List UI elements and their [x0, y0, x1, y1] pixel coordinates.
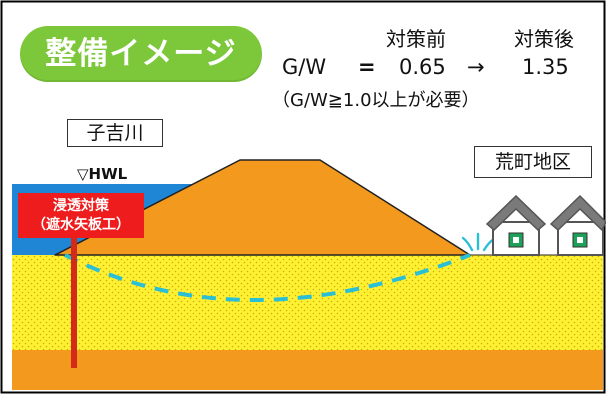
countermeasure-method: （遮水矢板工） [32, 217, 130, 233]
district-label: 荒町地区 [474, 146, 592, 178]
house-icon [485, 194, 547, 256]
before-label: 対策前 [386, 27, 446, 51]
house-icon [549, 194, 606, 256]
before-value: 0.65 [399, 55, 446, 79]
after-label: 対策後 [514, 27, 574, 51]
seepage-path [64, 253, 471, 302]
sheet-pile [71, 255, 77, 368]
ground-layer [12, 255, 603, 350]
requirement-note: （G/W≧1.0以上が必要） [272, 90, 480, 111]
title-badge [20, 26, 262, 82]
sheet-pile-top [71, 236, 77, 258]
countermeasure-title: 浸透対策 [53, 198, 109, 214]
diagram-title: 整備イメージ [45, 36, 237, 72]
equals-sign: = [358, 55, 376, 79]
bedrock-layer [12, 350, 603, 390]
river-name-label: 子吉川 [67, 119, 163, 147]
after-value: 1.35 [522, 55, 569, 79]
countermeasure-label: 浸透対策 （遮水矢板工） [18, 193, 144, 238]
arrow: → [467, 55, 485, 79]
high-water-level-label: ▽HWL [77, 165, 128, 183]
levee-embankment [54, 159, 471, 256]
ratio-label: G/W [282, 55, 327, 79]
